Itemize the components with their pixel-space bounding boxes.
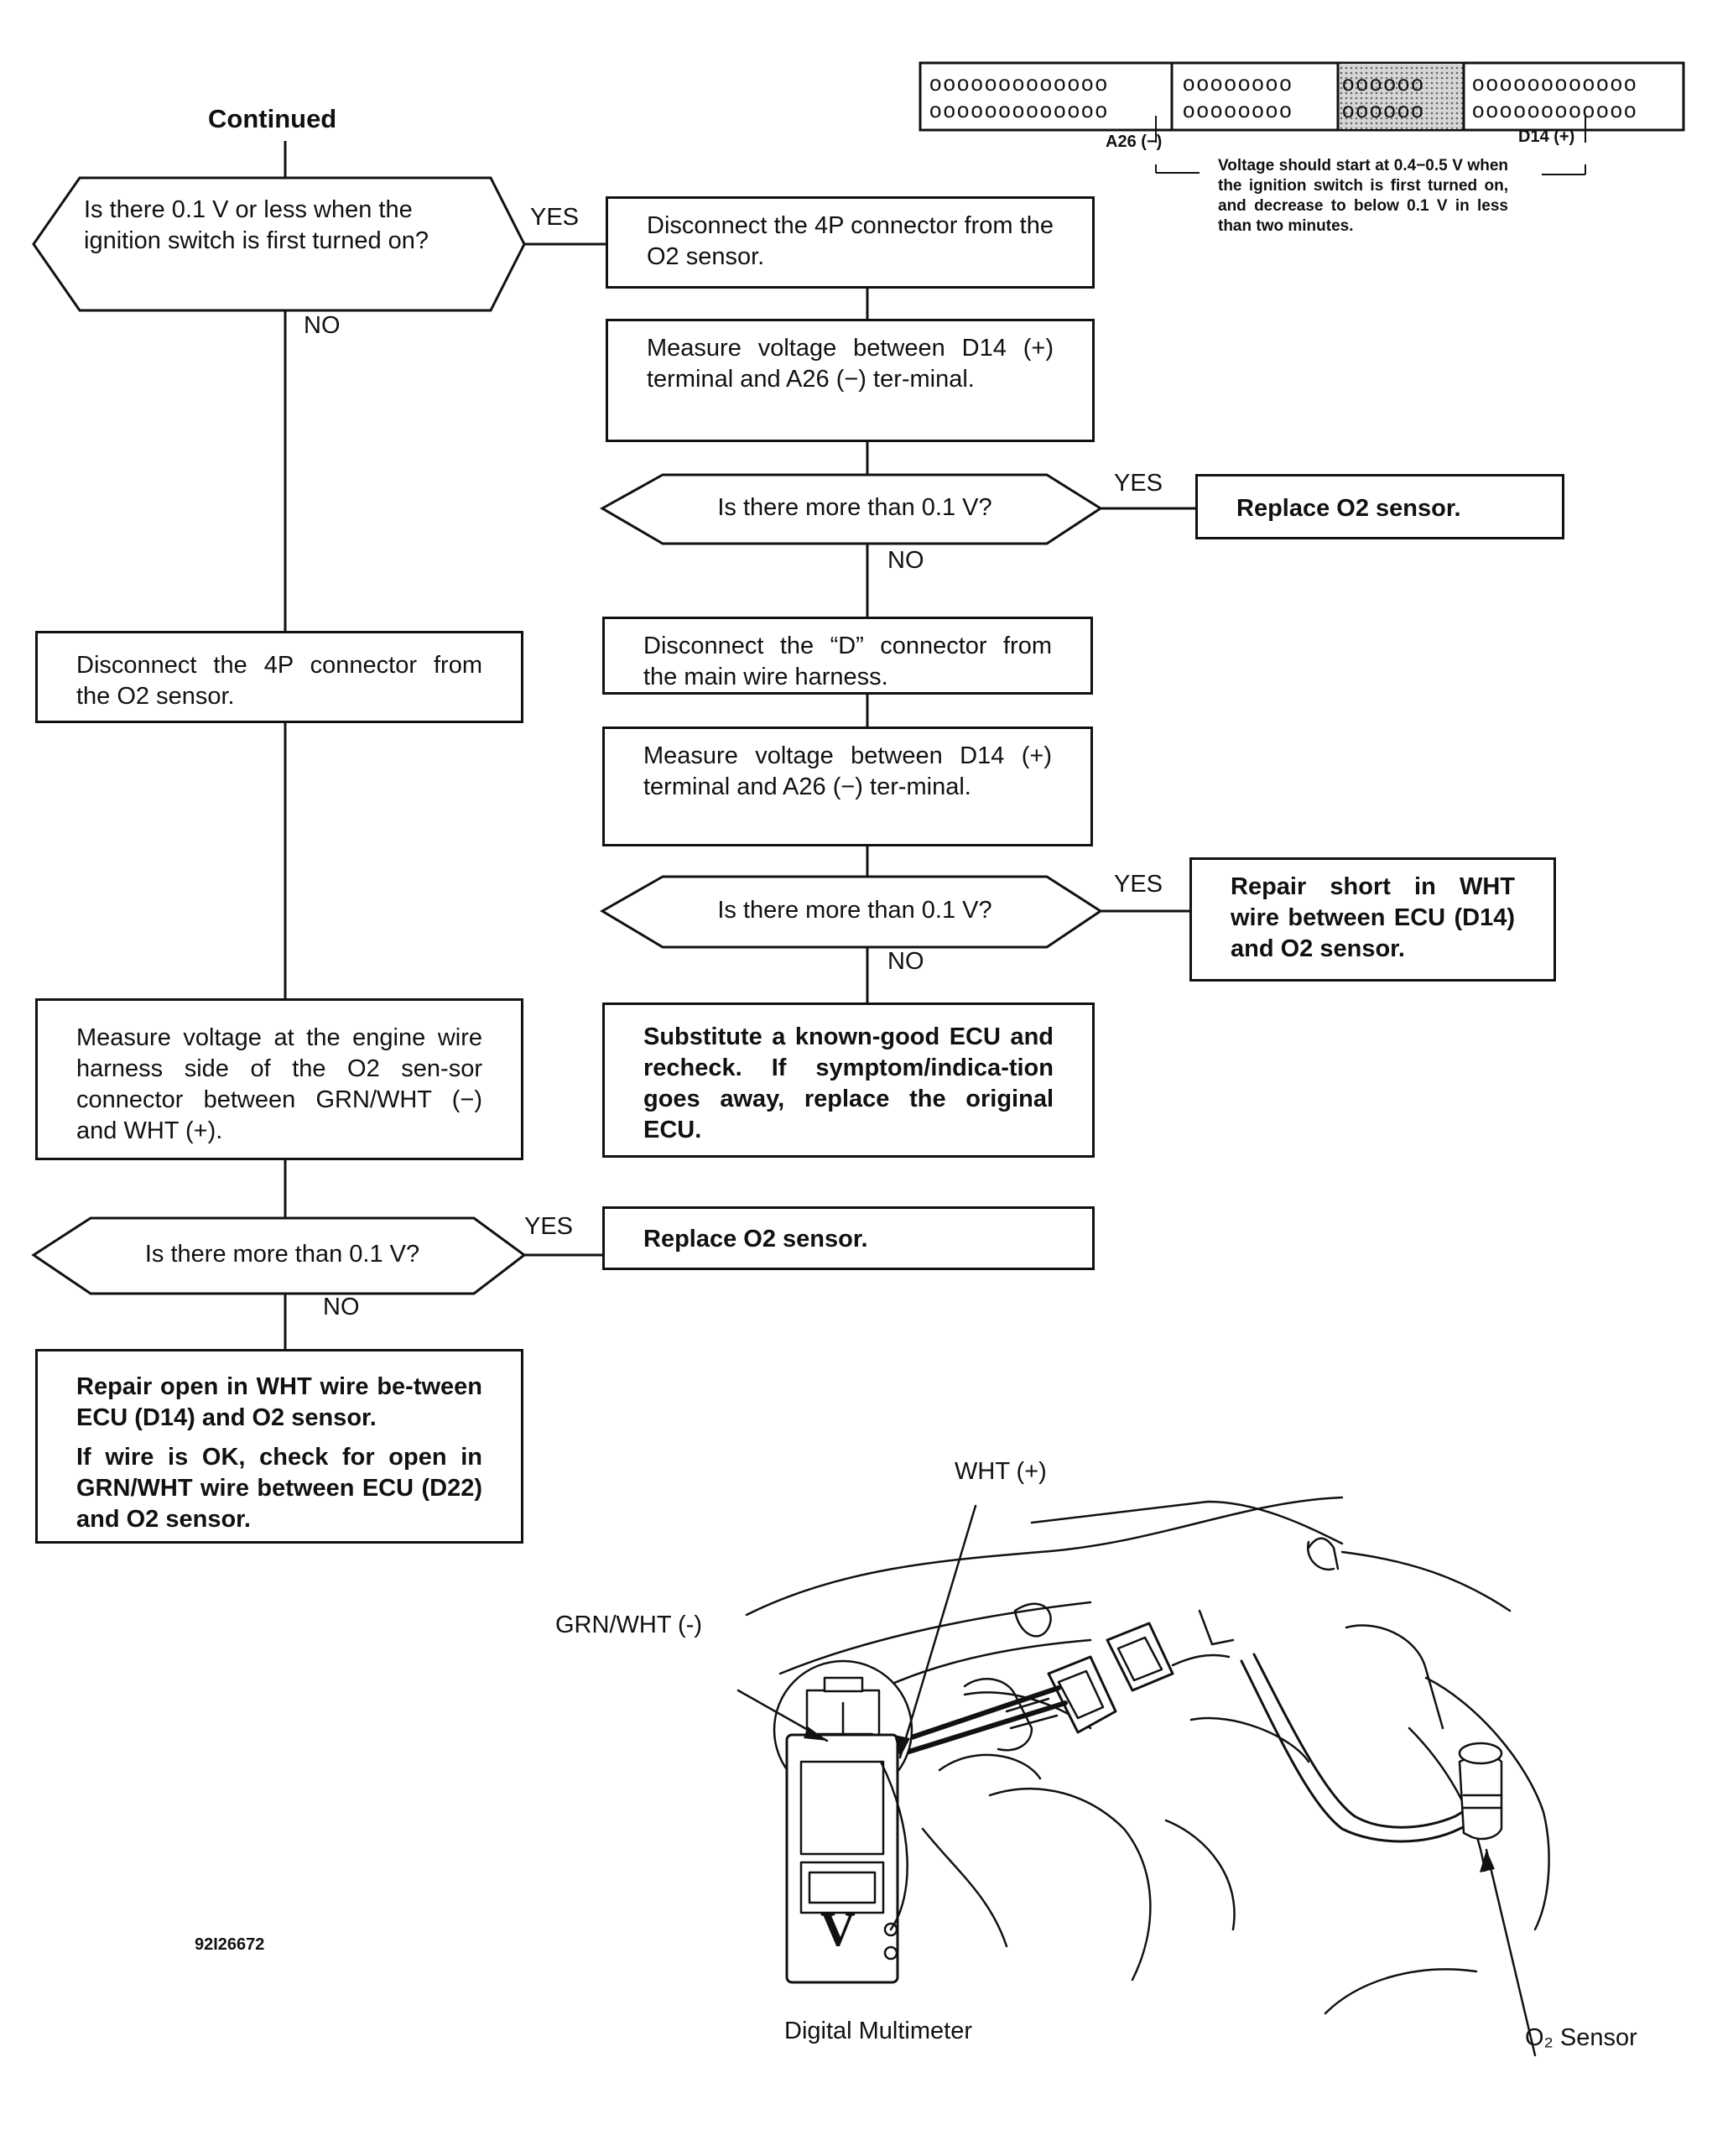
decision-shape — [31, 1216, 527, 1295]
step-disconnect-d-connector: Disconnect the “D” connector from the ma… — [602, 617, 1093, 695]
connector-shaded-segment — [1338, 64, 1464, 129]
label-grn-wht-minus: GRN/WHT (-) — [555, 1612, 703, 1638]
step-replace-o2-sensor-b: Replace O2 sensor. — [602, 1206, 1095, 1270]
label-d14-plus: D14 (+) — [1518, 128, 1575, 146]
step-measure-d14-a26-1: Measure voltage between D14 (+) terminal… — [606, 319, 1095, 442]
step-measure-d14-a26-2: Measure voltage between D14 (+) terminal… — [602, 726, 1093, 846]
yes-label: YES — [1114, 470, 1163, 497]
question-more-than-0-1-a: Is there more than 0.1 V? — [717, 494, 992, 521]
no-label: NO — [887, 948, 924, 975]
label-digital-multimeter: Digital Multimeter — [784, 2018, 972, 2044]
question-more-than-0-1-c: Is there more than 0.1 V? — [144, 1241, 420, 1268]
yes-label: YES — [530, 204, 580, 231]
no-label: NO — [304, 312, 341, 339]
label-a26-minus: A26 (−) — [1106, 133, 1163, 151]
continued-heading: Continued — [208, 104, 337, 133]
ecu-connector-strip — [919, 61, 1685, 175]
connector-pins-top-4: oooooooooooo — [1472, 70, 1638, 96]
step-repair-short-wht: Repair short in WHT wire between ECU (D1… — [1189, 857, 1556, 982]
connector-outline — [919, 61, 1685, 132]
decision-shape — [599, 473, 1103, 545]
no-label: NO — [887, 547, 924, 574]
voltage-note: Voltage should start at 0.4−0.5 V when t… — [1218, 157, 1508, 235]
decision-shape — [600, 875, 1103, 949]
meter-v-letter: V — [820, 1902, 856, 1956]
connector-pins-bottom-4: oooooooooooo — [1472, 97, 1638, 122]
no-label: NO — [323, 1294, 360, 1320]
connector-pins-top-1: ooooooooooooo — [929, 70, 1109, 96]
connector-pins-bottom-3: oooooo — [1342, 97, 1425, 122]
connector-pins-top-2: oooooooo — [1183, 70, 1293, 96]
label-wht-plus: WHT (+) — [955, 1458, 1047, 1485]
figure-id: 92I26672 — [195, 1935, 265, 1954]
step-measure-harness-side: Measure voltage at the engine wire harne… — [35, 998, 523, 1160]
repair-open-followup: If wire is OK, check for open in GRN/WHT… — [76, 1444, 482, 1533]
repair-open-text: Repair open in WHT wire be-tween ECU (D1… — [76, 1373, 482, 1431]
question-more-than-0-1-b: Is there more than 0.1 V? — [717, 897, 992, 924]
decision-shape — [32, 176, 526, 312]
step-disconnect-4p-right: Disconnect the 4P connector from the O2 … — [606, 196, 1095, 289]
connector-pins-top-3: oooooo — [1342, 70, 1425, 96]
step-substitute-ecu: Substitute a known-good ECU and recheck.… — [602, 1002, 1095, 1158]
connector-pins-bottom-1: ooooooooooooo — [929, 97, 1109, 122]
step-disconnect-4p-left: Disconnect the 4P connector from the O2 … — [35, 631, 523, 723]
step-replace-o2-sensor-a: Replace O2 sensor. — [1195, 474, 1564, 539]
yes-label: YES — [524, 1213, 574, 1240]
yes-label: YES — [1114, 871, 1163, 898]
step-repair-open-wht: Repair open in WHT wire be-tween ECU (D1… — [35, 1349, 523, 1544]
label-o2-sensor: O₂ Sensor — [1525, 2024, 1637, 2051]
question-voltage-0-1-or-less: Is there 0.1 V or less when the ignition… — [84, 196, 429, 254]
connector-pins-bottom-2: oooooooo — [1183, 97, 1293, 122]
